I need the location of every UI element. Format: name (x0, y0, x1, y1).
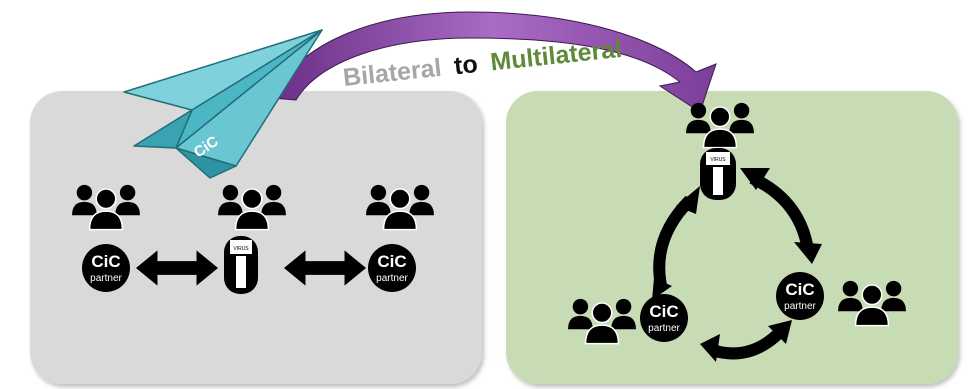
badge-top: CiC (785, 280, 814, 299)
partner-badge: CiC partner (776, 272, 824, 320)
curved-double-arrow-icon (700, 320, 792, 362)
curved-double-arrow-icon (740, 168, 822, 264)
badge-bottom: partner (648, 323, 680, 334)
badge-bottom: partner (90, 273, 122, 284)
tube-label: VIRUS (710, 157, 726, 163)
badge-bottom: partner (376, 273, 408, 284)
paper-plane-icon: CiC (123, 29, 323, 179)
tube-label: VIRUS (233, 246, 249, 252)
virus-tube-icon: VIRUS (224, 236, 258, 294)
badge-top: CiC (377, 252, 406, 271)
heading-part3: Multilateral (489, 35, 623, 77)
badge-bottom: partner (784, 301, 816, 312)
curved-double-arrow-icon (652, 186, 700, 300)
partner-badge: CiC partner (640, 294, 688, 342)
badge-top: CiC (649, 302, 678, 321)
partner-badge: CiC partner (82, 244, 130, 292)
transition-arc (271, 11, 717, 113)
left-panel (30, 91, 482, 384)
virus-tube-icon: VIRUS (700, 148, 736, 200)
badge-top: CiC (91, 252, 120, 271)
heading-part1: Bilateral (342, 54, 443, 92)
heading-part2: to (453, 50, 479, 80)
partner-badge: CiC partner (368, 244, 416, 292)
